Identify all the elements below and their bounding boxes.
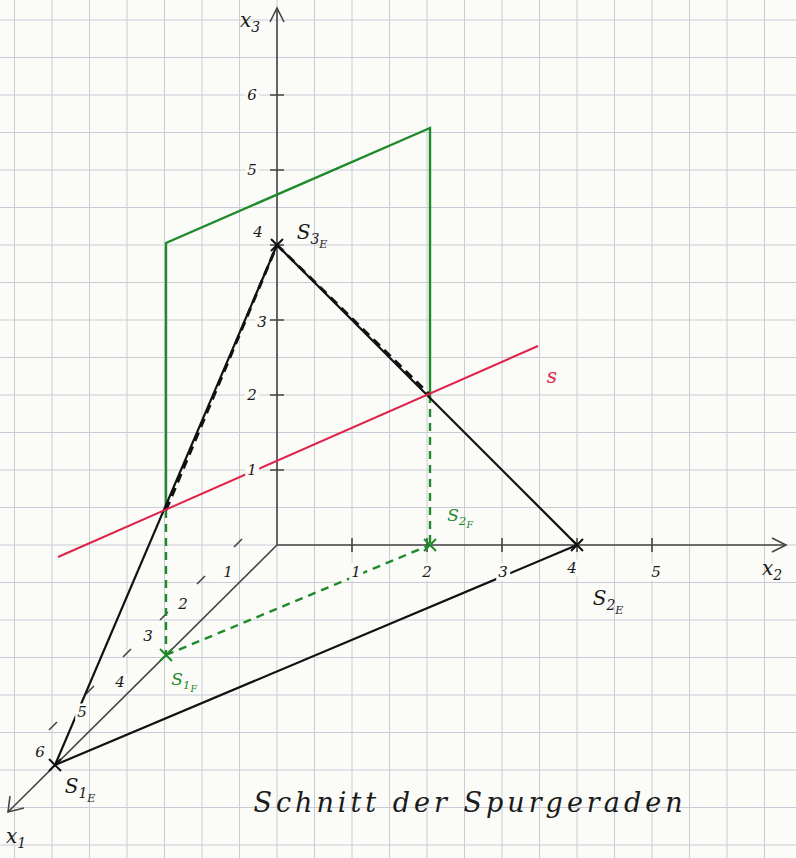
tick-number: 3 xyxy=(496,564,510,581)
tick-number: 1 xyxy=(349,564,363,581)
axes xyxy=(8,8,786,812)
tick-number: 6 xyxy=(245,87,259,104)
tick-number: 5 xyxy=(75,704,89,721)
tick-number: 4 xyxy=(113,674,127,691)
tick-number: 2 xyxy=(420,564,434,581)
point-label: S1E xyxy=(63,775,98,804)
tick-number: 6 xyxy=(33,744,47,761)
intersection-line xyxy=(58,346,538,557)
plane-f xyxy=(166,128,430,655)
tick-number: 3 xyxy=(255,314,269,331)
point-label: S2F xyxy=(445,506,475,530)
tick-number: 1 xyxy=(221,564,235,581)
plane-e-traces xyxy=(55,245,577,765)
axis-label: x1 xyxy=(4,825,28,851)
point-label: S2E xyxy=(591,587,626,616)
point-marks xyxy=(49,239,583,771)
point-label: S3E xyxy=(295,221,330,250)
tick-number: 4 xyxy=(251,224,265,241)
line-label: s xyxy=(545,365,559,387)
caption: Schnitt der Spurgeraden xyxy=(251,788,688,817)
point-label: S1F xyxy=(169,670,199,694)
axis-label: x2 xyxy=(760,557,784,583)
tick-number: 1 xyxy=(245,462,259,479)
tick-number: 5 xyxy=(649,564,663,581)
tick-number: 5 xyxy=(245,162,259,179)
tick-number: 2 xyxy=(176,596,190,613)
axis-label: x3 xyxy=(238,9,262,35)
tick-number: 3 xyxy=(141,628,155,645)
tick-number: 2 xyxy=(245,387,259,404)
tick-number: 4 xyxy=(565,560,579,577)
